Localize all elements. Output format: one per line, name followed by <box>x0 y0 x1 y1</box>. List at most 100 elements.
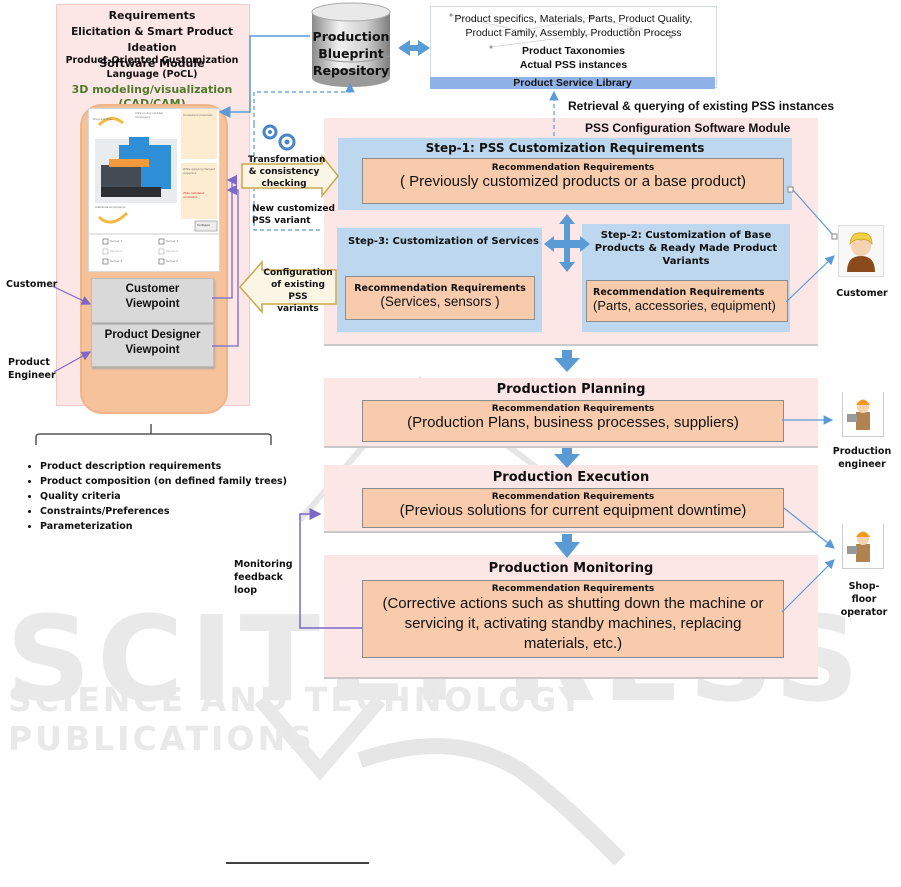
configuration-arrow <box>239 260 337 314</box>
rec-title: Recommendation Requirements <box>491 163 655 173</box>
cad-screenshot: Drag and drop Click on any modular compo… <box>88 108 220 272</box>
repository-label: Production Blueprint Repository <box>306 28 396 79</box>
step3-recommendation-box: Recommendation Requirements (Services, s… <box>345 276 535 320</box>
library-line: Product Taxonomies <box>521 45 626 57</box>
repo-library-double-arrow <box>398 40 430 56</box>
feedback-loop-connector <box>299 508 362 629</box>
sensor-option[interactable]: Sensor 6 <box>166 259 179 263</box>
customer-label-connector <box>51 285 92 305</box>
list-item: Quality criteria <box>40 489 287 504</box>
production-execution-title: Production Execution <box>492 470 650 485</box>
product-service-library: Product specifics, Materials, Parts, Pro… <box>430 6 717 88</box>
sensor-option[interactable]: Sensor 5 <box>166 249 179 253</box>
machine-image <box>89 109 219 265</box>
sensor-option[interactable]: Sensor 2 <box>110 249 123 253</box>
title-line: Requirements <box>108 9 196 22</box>
rec-title: Recommendation Requirements <box>491 404 655 414</box>
title-line: Products & Ready Made Product <box>594 243 778 254</box>
title-line: Software Module <box>99 57 205 70</box>
label-line: engineer <box>838 459 886 470</box>
pocl-label: Product-Oriented Customization Language … <box>56 54 248 82</box>
label-line: floor <box>851 594 877 605</box>
production-monitoring-title: Production Monitoring <box>488 561 654 576</box>
step1-customer-connector <box>792 189 835 237</box>
list-item: Product composition (on defined family t… <box>40 474 287 489</box>
repo-line: Blueprint <box>318 46 384 61</box>
viewpoint-line: Viewpoint <box>125 298 180 310</box>
rec-title: Recommendation Requirements <box>491 492 655 502</box>
label-line: Production <box>832 446 892 457</box>
monitoring-recommendation-box: Recommendation Requirements (Corrective … <box>362 580 784 658</box>
step1-recommendation-box: Recommendation Requirements ( Previously… <box>362 158 784 204</box>
production-engineer-label: Production engineer <box>830 445 894 471</box>
rec-text: (Production Plans, business processes, s… <box>407 414 739 431</box>
new-variant-label: New customized PSS variant <box>252 203 335 227</box>
product-engineer-label: Product Engineer <box>8 356 56 382</box>
viewpoint-line: Viewpoint <box>125 344 180 356</box>
connector-handle <box>787 186 794 193</box>
rec-text: (Parts, accessories, equipment) <box>593 298 776 313</box>
customer-actor-label: Customer <box>836 288 888 299</box>
cad-callout: Click on any modular component <box>135 111 164 119</box>
sensor-option[interactable]: Sensor 4 <box>166 239 179 243</box>
database-icon <box>311 2 391 87</box>
configuration-tail-label: variants <box>277 304 319 314</box>
down-arrow-to-monitoring <box>554 534 580 558</box>
label-line: Engineer <box>8 370 56 381</box>
ideation-module-title: Requirements Elicitation & Smart Product… <box>56 8 248 72</box>
list-item: Parameterization <box>40 519 287 534</box>
product-designer-viewpoint[interactable]: Product Designer Viewpoint <box>91 324 214 367</box>
customer-avatar <box>838 225 884 277</box>
rec-text-line: servicing it, activating standby machine… <box>404 615 742 632</box>
sensor-option[interactable]: Sensor 1 <box>110 239 123 243</box>
operator-icon <box>847 531 870 562</box>
subtitle-line: Product-Oriented Customization <box>65 55 239 66</box>
configure-button[interactable]: Configure <box>197 223 211 227</box>
label-line: Shop- <box>848 581 880 592</box>
dashed-retrieval-connector-2 <box>253 124 320 231</box>
rec-text-line: (Corrective actions such as shutting dow… <box>382 595 764 612</box>
step2-title: Step-2: Customization of Base Products &… <box>582 229 790 268</box>
label-line: Product <box>8 357 50 368</box>
down-arrow-to-planning <box>554 350 580 372</box>
label-line: loop <box>234 585 258 596</box>
label-line: of existing PSS <box>271 280 325 302</box>
repo-line: Production <box>312 29 390 44</box>
viewpoint-line: Product Designer <box>104 329 201 341</box>
cad-callout: Drag and drop <box>93 117 113 121</box>
customer-viewpoint[interactable]: Customer Viewpoint <box>91 278 214 323</box>
label-line: operator <box>840 607 888 618</box>
subtitle-line: Language (PoCL) <box>106 69 198 80</box>
label-line: feedback <box>234 572 283 583</box>
label-line: & consistency <box>248 167 320 177</box>
step1-title: Step-1: PSS Customization Requirements <box>425 141 705 155</box>
monitoring-operator-connector <box>781 559 835 613</box>
list-item: Product description requirements <box>40 459 287 474</box>
shopfloor-operator-label: Shop- floor operator <box>836 580 892 619</box>
transformation-arrow <box>241 153 339 199</box>
label-line: checking <box>261 179 307 189</box>
rec-title: Recommendation Requirements <box>491 584 655 594</box>
dashed-retrieval-connector <box>253 82 355 124</box>
customer-viewpoint-connector <box>212 174 238 299</box>
planning-recommendation-box: Recommendation Requirements (Production … <box>362 400 784 442</box>
production-planning-title: Production Planning <box>496 382 646 397</box>
library-line: Product Family, Assembly, Production Pro… <box>465 27 682 39</box>
cad-panel-label: While applying changed properties <box>183 167 215 175</box>
cad-callout: Additional components <box>95 205 126 209</box>
customer-icon <box>847 232 875 272</box>
feedback-loop-label: Monitoring feedback loop <box>234 558 293 597</box>
label-line: New customized <box>252 204 335 214</box>
rec-title: Recommendation Requirements <box>593 287 765 298</box>
sensor-option[interactable]: Sensor 3 <box>110 259 123 263</box>
connector-handle <box>831 233 838 240</box>
gears-icon <box>262 124 296 151</box>
pss-module-title: PSS Configuration Software Module <box>585 121 791 135</box>
library-title-bar: Product Service Library <box>430 77 715 89</box>
rec-text: ( Previously customized products or a ba… <box>400 173 746 190</box>
cad-warning: Write calculated constraints <box>183 191 205 199</box>
title-line: Step-2: Customization of Base <box>600 230 772 241</box>
library-line: Actual PSS instances <box>519 59 628 71</box>
library-line: Product specifics, Materials, Parts, Pro… <box>454 13 693 25</box>
